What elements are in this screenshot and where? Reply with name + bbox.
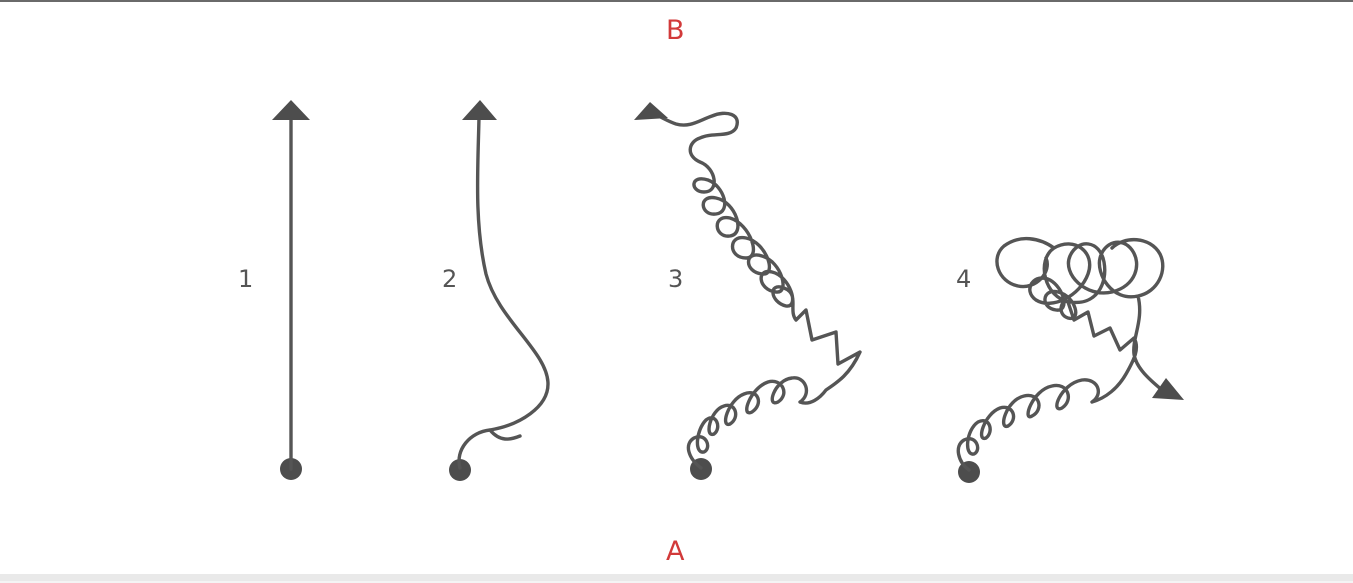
path-4-number: 4	[956, 265, 972, 293]
path-1	[272, 100, 310, 480]
path-1-arrowhead	[272, 100, 310, 120]
path-2-number: 2	[442, 265, 458, 293]
path-3	[634, 102, 862, 480]
path-2-arrowhead	[462, 100, 497, 120]
path-2-line	[457, 115, 550, 470]
path-4-arrowhead	[1152, 378, 1184, 400]
path-3-number: 3	[668, 265, 684, 293]
point-a-label: A	[666, 536, 686, 567]
bottom-edge-band	[0, 574, 1353, 581]
path-4-line	[956, 237, 1165, 472]
path-1-number: 1	[238, 265, 254, 293]
path-2	[449, 100, 550, 481]
path-3-arrowhead	[634, 102, 668, 120]
point-b-label: B	[666, 15, 686, 46]
path-3-line	[648, 111, 862, 470]
path-4	[956, 237, 1184, 483]
path-2-start-dot	[449, 459, 471, 481]
